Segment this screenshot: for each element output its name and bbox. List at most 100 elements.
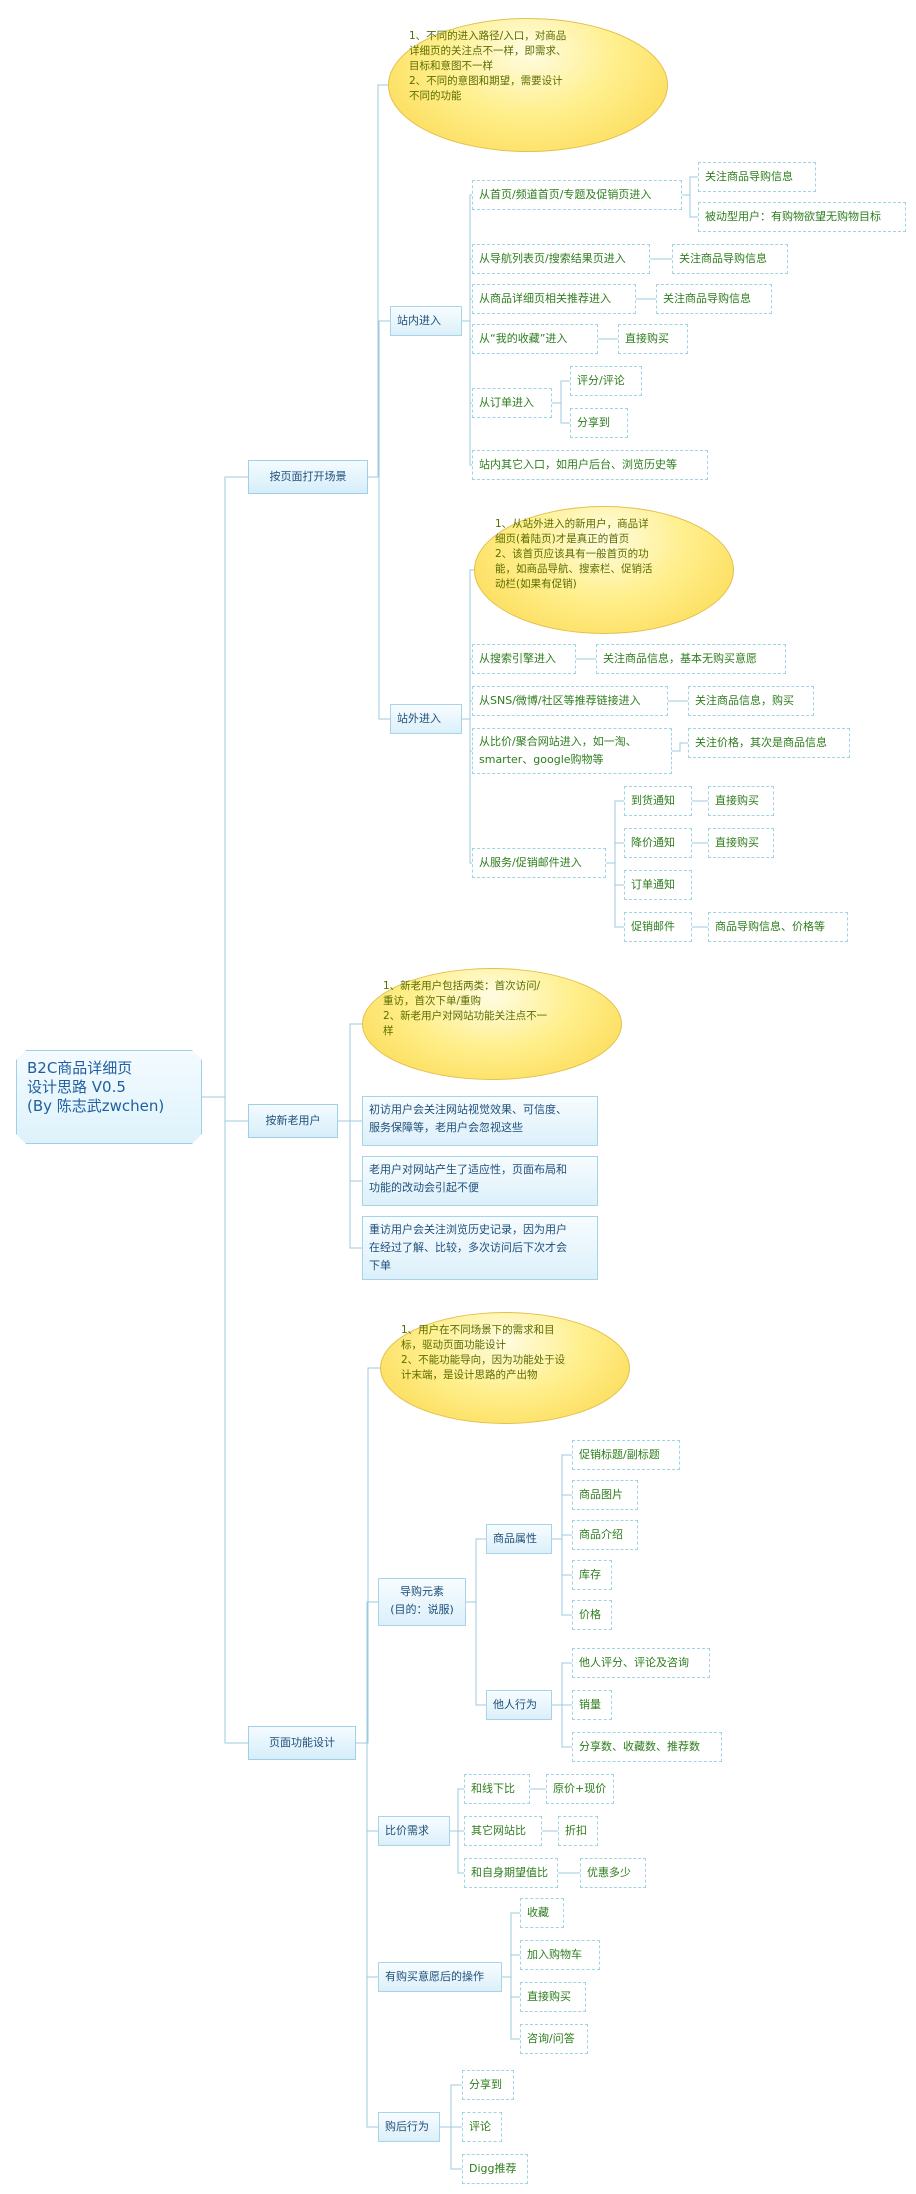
mail-price-a[interactable]: 直接购买 xyxy=(708,828,774,858)
connector-onsite-entry-onsite-other-entry xyxy=(462,320,472,466)
connector-offsite-mail-entry-mail-price xyxy=(606,842,624,864)
compare-expectation[interactable]: 和自身期望值比 xyxy=(464,1858,558,1888)
offsite-compare-entry[interactable]: 从比价/聚合网站进入，如一淘、 smarter、google购物等 xyxy=(472,728,672,774)
connector-guide-elements-product-attributes xyxy=(466,1538,486,1603)
connector-branch-open-scenario-offsite-entry xyxy=(368,476,390,720)
connector-branch-page-function-note-func xyxy=(356,1367,380,1744)
compare-other-sites[interactable]: 其它网站比 xyxy=(464,1816,542,1846)
others-share-counts[interactable]: 分享数、收藏数、推荐数 xyxy=(572,1732,722,1762)
compare-offline[interactable]: 和线下比 xyxy=(464,1774,530,1804)
note-func: 1、用户在不同场景下的需求和目 标，驱动页面功能设计 2、不能功能导向，因为功能… xyxy=(380,1312,630,1424)
connector-offsite-mail-entry-mail-promo xyxy=(606,862,624,928)
connector-root-topic-branch-page-function xyxy=(202,1096,248,1744)
action-favorite[interactable]: 收藏 xyxy=(520,1898,564,1928)
onsite-other-entry[interactable]: 站内其它入口，如用户后台、浏览历史等 xyxy=(472,450,708,480)
post-intent-actions[interactable]: 有购买意愿后的操作 xyxy=(378,1962,502,1992)
connector-post-intent-actions-action-add-to-cart xyxy=(502,1954,520,1978)
connector-branch-page-function-after-purchase xyxy=(356,1742,378,2128)
connector-offsite-entry-offsite-sns-entry xyxy=(462,700,472,720)
others-reviews[interactable]: 他人评分、评论及咨询 xyxy=(572,1648,710,1678)
onsite-list-entry[interactable]: 从导航列表页/搜索结果页进入 xyxy=(472,244,650,274)
offsite-compare-a[interactable]: 关注价格，其次是商品信息 xyxy=(688,728,850,758)
onsite-fav-a[interactable]: 直接购买 xyxy=(618,324,688,354)
offsite-mail-entry[interactable]: 从服务/促销邮件进入 xyxy=(472,848,606,878)
guide-elements[interactable]: 导购元素 (目的：说服) xyxy=(378,1578,466,1626)
branch-open-scenario[interactable]: 按页面打开场景 xyxy=(248,460,368,494)
offsite-search-entry[interactable]: 从搜索引擎进入 xyxy=(472,644,576,674)
connector-branch-page-function-guide-elements xyxy=(356,1601,378,1744)
connector-price-compare-need-compare-offline xyxy=(450,1788,464,1832)
onsite-list-a[interactable]: 关注商品导购信息 xyxy=(672,244,788,274)
connector-branch-open-scenario-note-open-scenario xyxy=(368,84,388,478)
connector-product-attributes-attr-product-images xyxy=(552,1494,572,1540)
connector-branch-new-old-users-note-users xyxy=(338,1023,362,1122)
connector-branch-open-scenario-onsite-entry xyxy=(368,320,390,478)
connector-post-intent-actions-action-consult xyxy=(502,1976,520,2040)
action-buy-now[interactable]: 直接购买 xyxy=(520,1982,586,2012)
connector-guide-elements-others-behavior xyxy=(466,1601,486,1706)
offsite-sns-a[interactable]: 关注商品信息，购买 xyxy=(688,686,814,716)
connector-others-behavior-others-share-counts xyxy=(552,1704,572,1748)
onsite-home-entry[interactable]: 从首页/频道首页/专题及促销页进入 xyxy=(472,180,682,210)
onsite-order-b[interactable]: 分享到 xyxy=(570,408,628,438)
connector-branch-new-old-users-users-revisit-history xyxy=(338,1120,362,1249)
action-consult[interactable]: 咨询/问答 xyxy=(520,2024,588,2054)
compare-expectation-a[interactable]: 优惠多少 xyxy=(580,1858,646,1888)
connector-offsite-compare-entry-offsite-compare-a xyxy=(672,742,688,752)
onsite-fav-entry[interactable]: 从“我的收藏”进入 xyxy=(472,324,598,354)
mail-stock-a[interactable]: 直接购买 xyxy=(708,786,774,816)
connector-onsite-home-entry-onsite-home-b xyxy=(682,194,698,218)
onsite-order-a[interactable]: 评分/评论 xyxy=(570,366,642,396)
connector-after-purchase-after-digg xyxy=(440,2126,462,2170)
note-users: 1、新老用户包括两类：首次访问/ 重访，首次下单/重购 2、新老用户对网站功能关… xyxy=(362,968,622,1080)
price-compare-need[interactable]: 比价需求 xyxy=(378,1816,450,1846)
offsite-sns-entry[interactable]: 从SNS/微博/社区等推荐链接进入 xyxy=(472,686,668,716)
onsite-detail-a[interactable]: 关注商品导购信息 xyxy=(656,284,772,314)
note-open-scenario: 1、不同的进入路径/入口，对商品 详细页的关注点不一样，即需求、 目标和意图不一… xyxy=(388,18,668,152)
mail-order[interactable]: 订单通知 xyxy=(624,870,692,900)
onsite-order-entry[interactable]: 从订单进入 xyxy=(472,388,552,418)
onsite-entry[interactable]: 站内进入 xyxy=(390,306,462,336)
mail-price[interactable]: 降价通知 xyxy=(624,828,692,858)
users-first-visit[interactable]: 初访用户会关注网站视觉效果、可信度、 服务保障等，老用户会忽视这些 xyxy=(362,1096,598,1146)
others-behavior[interactable]: 他人行为 xyxy=(486,1690,552,1720)
connector-root-topic-branch-open-scenario xyxy=(202,476,248,1098)
onsite-detail-entry[interactable]: 从商品详细页相关推荐进入 xyxy=(472,284,636,314)
after-review[interactable]: 评论 xyxy=(462,2112,502,2142)
connector-others-behavior-others-reviews xyxy=(552,1662,572,1706)
root-topic[interactable]: B2C商品详细页 设计思路 V0.5 (By 陈志武zwchen) xyxy=(16,1050,202,1144)
connector-onsite-entry-onsite-detail-entry xyxy=(462,298,472,322)
attr-stock[interactable]: 库存 xyxy=(572,1560,612,1590)
onsite-home-b[interactable]: 被动型用户：有购物欲望无购物目标 xyxy=(698,202,906,232)
onsite-home-a[interactable]: 关注商品导购信息 xyxy=(698,162,816,192)
action-add-to-cart[interactable]: 加入购物车 xyxy=(520,1940,600,1970)
attr-price[interactable]: 价格 xyxy=(572,1600,612,1630)
connector-after-purchase-after-share xyxy=(440,2084,462,2128)
connector-onsite-home-entry-onsite-home-a xyxy=(682,176,698,196)
connector-product-attributes-attr-price xyxy=(552,1538,572,1616)
mail-promo[interactable]: 促销邮件 xyxy=(624,912,692,942)
after-purchase[interactable]: 购后行为 xyxy=(378,2112,440,2142)
mail-stock[interactable]: 到货通知 xyxy=(624,786,692,816)
connector-product-attributes-attr-product-intro xyxy=(552,1534,572,1540)
connector-onsite-order-entry-onsite-order-a xyxy=(552,380,570,404)
attr-promo-title[interactable]: 促销标题/副标题 xyxy=(572,1440,680,1470)
users-returning-adapt[interactable]: 老用户对网站产生了适应性，页面布局和 功能的改动会引起不便 xyxy=(362,1156,598,1206)
offsite-search-a[interactable]: 关注商品信息，基本无购买意愿 xyxy=(596,644,786,674)
after-digg[interactable]: Digg推荐 xyxy=(462,2154,528,2184)
mail-promo-a[interactable]: 商品导购信息、价格等 xyxy=(708,912,848,942)
note-offsite: 1、从站外进入的新用户，商品详 细页(着陆页)才是真正的首页 2、该首页应该具有… xyxy=(474,506,734,634)
branch-new-old-users[interactable]: 按新老用户 xyxy=(248,1104,338,1138)
attr-product-images[interactable]: 商品图片 xyxy=(572,1480,638,1510)
compare-offline-a[interactable]: 原价+现价 xyxy=(546,1774,614,1804)
connector-price-compare-need-compare-expectation xyxy=(450,1830,464,1874)
offsite-entry[interactable]: 站外进入 xyxy=(390,704,462,734)
users-revisit-history[interactable]: 重访用户会关注浏览历史记录，因为用户 在经过了解、比较，多次访问后下次才会 下单 xyxy=(362,1216,598,1280)
branch-page-function[interactable]: 页面功能设计 xyxy=(248,1726,356,1760)
attr-product-intro[interactable]: 商品介绍 xyxy=(572,1520,638,1550)
product-attributes[interactable]: 商品属性 xyxy=(486,1524,552,1554)
others-sales[interactable]: 销量 xyxy=(572,1690,612,1720)
compare-other-sites-a[interactable]: 折扣 xyxy=(558,1816,598,1846)
after-share[interactable]: 分享到 xyxy=(462,2070,514,2100)
